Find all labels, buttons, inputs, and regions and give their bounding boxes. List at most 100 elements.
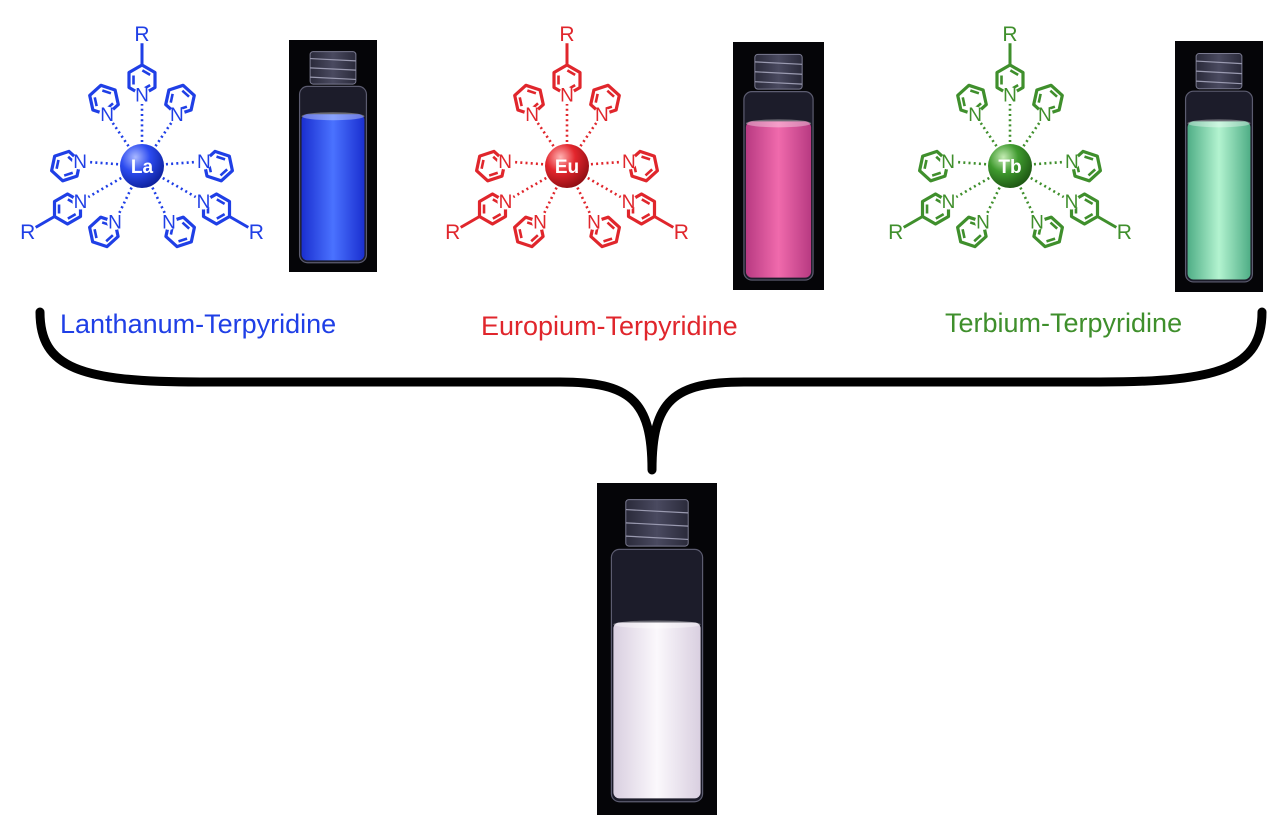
nitrogen-mask (586, 213, 603, 230)
nitrogen-mask (195, 193, 212, 210)
coordination-bond (955, 176, 990, 199)
thread-line (625, 508, 689, 514)
nitrogen-label: N (100, 105, 114, 126)
white-glowing-vial (597, 483, 717, 815)
lanthanum-caption: Lanthanum-Terpyridine (60, 309, 337, 339)
thread-line (625, 535, 689, 541)
double-bond (969, 89, 980, 95)
double-bond (101, 89, 112, 95)
coordination-bond (536, 121, 555, 147)
nitrogen-mask (72, 193, 89, 210)
double-bond (67, 212, 77, 220)
nitrogen-label: N (1038, 105, 1052, 126)
double-bond (603, 237, 613, 243)
thread-line (310, 76, 356, 81)
nitrogen-label: N (976, 212, 990, 233)
coordination-bond (88, 160, 119, 166)
vial-neck (1195, 53, 1243, 90)
nitrogen-label: N (498, 152, 512, 173)
nitrogen-label: N (595, 105, 609, 126)
nitrogen-mask (497, 153, 514, 170)
double-bond (488, 171, 499, 177)
nitrogen-mask (559, 87, 575, 103)
nitrogen-mask (1063, 153, 1080, 170)
nitrogen-mask (161, 213, 178, 230)
blue-glowing-vial (289, 40, 377, 272)
substituent-bond (902, 215, 924, 229)
nitrogen-mask (531, 213, 548, 230)
tb-metal-ion (988, 144, 1032, 188)
double-bond (935, 212, 945, 220)
glowing-liquid (1187, 121, 1251, 280)
nitrogen-mask (72, 153, 89, 170)
double-bond (641, 198, 651, 206)
nitrogen-mask (974, 213, 991, 230)
nitrogen-mask (1002, 87, 1018, 103)
nitrogen-mask (940, 193, 957, 210)
meniscus (613, 620, 701, 629)
coordination-bond (513, 160, 544, 166)
substituent-label: R (134, 23, 149, 46)
nitrogen-label: N (533, 212, 547, 233)
nitrogen-label: N (499, 192, 513, 213)
double-bond (1049, 89, 1058, 98)
double-bond (530, 234, 539, 243)
nitrogen-label: N (942, 192, 956, 213)
coordination-bond (512, 176, 547, 199)
coordination-bond (162, 176, 197, 199)
double-bond (63, 171, 74, 177)
nitrogen-mask (524, 106, 541, 123)
nitrogen-label: N (108, 212, 122, 233)
coordination-bond (590, 160, 621, 166)
double-bond (216, 198, 226, 206)
coordination-bond (165, 160, 196, 166)
thread-line (1196, 70, 1242, 75)
double-bond (93, 97, 98, 107)
nitrogen-mask (195, 153, 212, 170)
double-bond (1084, 155, 1094, 161)
nitrogen-label: N (622, 152, 636, 173)
nitrogen-label: N (1065, 152, 1079, 173)
double-bond (641, 212, 651, 220)
double-bond (973, 234, 982, 243)
thread-line (1196, 80, 1242, 85)
meniscus (1187, 119, 1251, 128)
double-bond (93, 229, 98, 239)
nitrogen-label: N (560, 86, 574, 107)
substituent-label: R (445, 221, 460, 244)
double-bond (518, 97, 523, 107)
eu-metal-ion (545, 144, 589, 188)
double-bond (178, 237, 188, 243)
nitrogen-label: N (1003, 86, 1017, 107)
nitrogen-mask (497, 193, 514, 210)
double-bond (641, 155, 651, 161)
coordination-bond (587, 176, 622, 199)
substituent-label: R (249, 221, 264, 244)
nitrogen-mask (940, 153, 957, 170)
coordination-bond (111, 121, 130, 147)
nitrogen-mask (1063, 193, 1080, 210)
thread-line (310, 67, 356, 71)
double-bond (606, 221, 616, 230)
nitrogen-label: N (197, 192, 211, 213)
nitrogen-mask (99, 106, 116, 123)
la-metal-ion (120, 144, 164, 188)
double-bond (55, 159, 60, 169)
meniscus (745, 119, 812, 128)
double-bond (1046, 237, 1056, 243)
nitrogen-mask (106, 213, 123, 230)
double-bond (1087, 168, 1097, 177)
nitrogen-label: N (73, 152, 87, 173)
nitrogen-label: N (135, 86, 149, 107)
double-bond (169, 93, 174, 103)
coordination-bond (985, 187, 1001, 215)
grouping-brace (35, 307, 1267, 475)
